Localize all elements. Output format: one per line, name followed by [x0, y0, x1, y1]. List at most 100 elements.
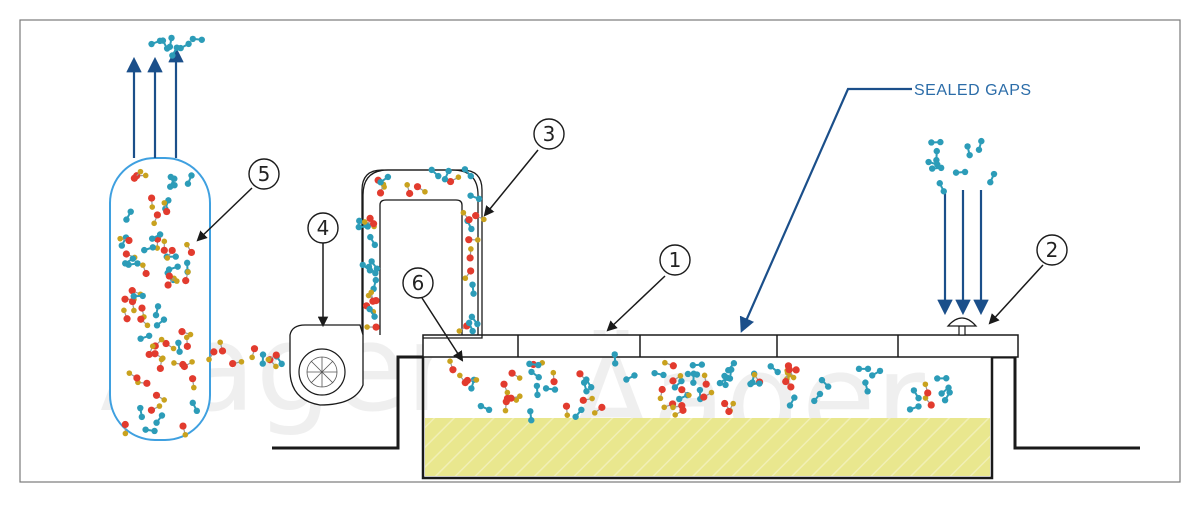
lagoon-basin — [421, 357, 994, 480]
molecule-part — [612, 360, 619, 367]
molecule-part — [144, 322, 151, 329]
molecule-part — [149, 204, 156, 210]
molecule-part — [163, 207, 171, 216]
molecule-part — [924, 389, 932, 397]
molecule-part — [936, 180, 943, 187]
molecule-part — [372, 269, 379, 277]
molecule-part — [698, 361, 706, 368]
molecule-part — [477, 402, 485, 410]
molecule-part — [513, 397, 520, 403]
molecule-part — [915, 403, 922, 410]
molecule-part — [786, 402, 794, 409]
molecule-part — [151, 220, 157, 227]
molecule-part — [952, 169, 960, 176]
molecule-part — [145, 350, 153, 359]
molecule-part — [933, 147, 940, 155]
molecule-part — [156, 37, 164, 45]
molecule-part — [198, 36, 206, 43]
molecule-part — [721, 399, 729, 408]
molecule-part — [465, 319, 473, 327]
molecule-part — [123, 315, 131, 323]
molecule-part — [171, 175, 178, 182]
molecule-part — [189, 359, 195, 365]
molecule-part — [365, 263, 373, 271]
molecule-part — [367, 233, 374, 241]
molecule-part — [690, 379, 697, 386]
ground-line-right — [992, 355, 1140, 450]
svg-text:2: 2 — [1046, 238, 1059, 262]
molecule-part — [693, 371, 701, 378]
molecule-part — [126, 370, 133, 376]
molecule-part — [721, 372, 728, 380]
molecule-part — [468, 225, 475, 233]
molecule-part — [188, 172, 195, 179]
callout-3: 3 — [533, 118, 565, 150]
molecule-part — [259, 360, 266, 367]
molecule-part — [906, 406, 914, 413]
molecule-part — [502, 407, 509, 414]
molecule-part — [937, 138, 944, 146]
molecule-part — [855, 365, 863, 373]
molecule-part — [661, 404, 668, 411]
molecule-part — [171, 360, 177, 366]
molecule-part — [672, 412, 678, 418]
molecule-part — [466, 254, 474, 262]
molecule-part — [756, 380, 763, 387]
molecule-part — [117, 235, 123, 242]
molecule-part — [472, 212, 480, 220]
ground-line-left — [272, 355, 423, 450]
molecule-part — [678, 386, 686, 394]
molecule-part — [716, 379, 724, 387]
molecule-part — [583, 388, 590, 395]
molecule-part — [161, 397, 168, 403]
molecule-part — [564, 412, 571, 418]
molecule-part — [369, 220, 378, 228]
molecule-part — [507, 394, 515, 402]
molecule-part — [273, 363, 279, 370]
molecule-part — [165, 266, 173, 273]
molecule-part — [121, 420, 129, 429]
molecule-part — [966, 151, 973, 159]
molecule-part — [129, 255, 137, 262]
molecule-part — [372, 276, 380, 284]
molecule-part — [137, 404, 144, 412]
molecule-part — [156, 364, 164, 373]
svg-text:4: 4 — [317, 216, 330, 240]
molecule-part — [818, 376, 826, 384]
molecule-part — [462, 275, 469, 282]
molecule-part — [790, 374, 797, 381]
molecule-part — [153, 211, 161, 219]
molecule-part — [669, 377, 677, 385]
molecule-part — [508, 369, 516, 377]
molecule-part — [189, 35, 197, 43]
molecule-part — [121, 295, 129, 303]
molecule-part — [364, 324, 370, 330]
molecule-part — [467, 192, 474, 199]
molecule-part — [660, 371, 667, 379]
molecule-part — [463, 376, 472, 385]
molecule-part — [138, 413, 146, 421]
molecule-part — [925, 158, 932, 166]
molecule-part — [376, 189, 385, 197]
molecule-part — [928, 139, 935, 146]
molecule-part — [725, 407, 733, 416]
molecule-part — [422, 188, 428, 195]
molecule-part — [168, 246, 176, 255]
molecule-part — [158, 336, 165, 343]
vessel-outlet-arrows — [126, 46, 184, 158]
molecule-part — [184, 180, 192, 187]
molecule-part — [142, 426, 149, 433]
molecule-part — [929, 165, 936, 172]
molecule-part — [151, 427, 158, 435]
molecule-part — [137, 168, 144, 175]
duct-shell — [362, 169, 479, 335]
molecule-part — [961, 168, 969, 176]
molecule-part — [148, 194, 156, 202]
molecule-part — [140, 262, 146, 268]
molecule-part — [469, 281, 476, 288]
molecule-part — [542, 385, 550, 392]
molecule-part — [587, 384, 595, 391]
molecule-part — [990, 170, 998, 178]
molecule-part — [265, 356, 272, 363]
